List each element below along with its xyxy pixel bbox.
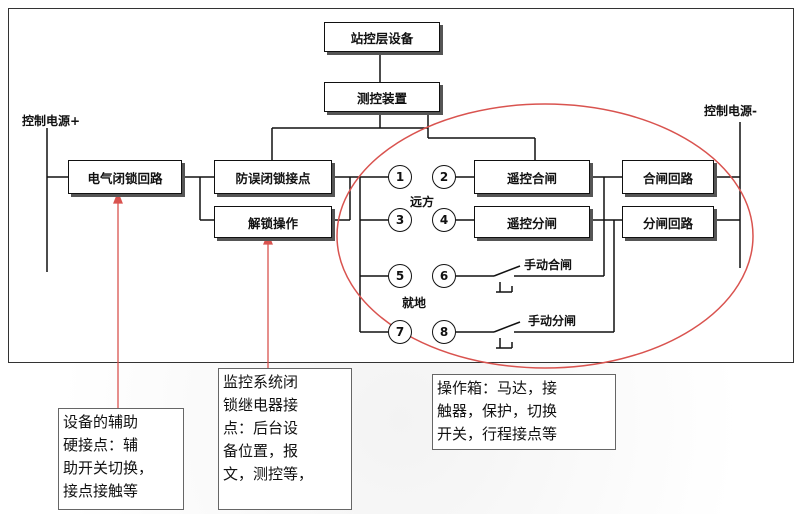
measure-control-device-box: 测控装置 (324, 82, 440, 112)
node-8: 8 (432, 320, 456, 344)
note-line: 监控系统闭 (223, 373, 299, 391)
electric-interlock-circuit-box: 电气闭锁回路 (68, 160, 182, 194)
note-line: 助开关切换， (63, 459, 154, 477)
aux-contact-note: 设备的辅助 硬接点：辅 助开关切换， 接点接触等 (58, 408, 184, 510)
note-line: 备位置，报 (223, 442, 299, 460)
note-line: 触器，保护，切换 (437, 402, 558, 420)
station-equipment-box: 站控层设备 (324, 22, 440, 52)
note-line: 点：后台设 (223, 419, 299, 437)
note-line: 文，测控等， (223, 465, 314, 483)
close-circuit-box: 合闸回路 (622, 160, 714, 194)
local-label: 就地 (402, 296, 427, 310)
power-plus-label: 控制电源+ (22, 114, 81, 128)
open-circuit-box: 分闸回路 (622, 206, 714, 238)
anti-misoperation-contact-box: 防误闭锁接点 (214, 160, 332, 194)
remote-open-box: 遥控分闸 (474, 206, 590, 238)
note-line: 设备的辅助 (63, 413, 139, 431)
unlock-operation-box: 解锁操作 (214, 206, 332, 238)
operation-box-note: 操作箱：马达，接 触器，保护，切换 开关，行程接点等 (432, 374, 616, 450)
note-line: 开关，行程接点等 (437, 425, 558, 443)
note-line: 操作箱：马达，接 (437, 379, 558, 397)
node-5: 5 (388, 264, 412, 288)
monitor-relay-note: 监控系统闭 锁继电器接 点：后台设 备位置，报 文，测控等， (218, 368, 352, 510)
power-minus-label: 控制电源- (704, 104, 757, 118)
note-line: 接点接触等 (63, 482, 139, 500)
node-3: 3 (388, 208, 412, 232)
node-2: 2 (432, 165, 456, 189)
operation-box-ellipse (336, 103, 754, 369)
note-line: 硬接点：辅 (63, 436, 139, 454)
node-7: 7 (388, 320, 412, 344)
remote-close-box: 遥控合闸 (474, 160, 590, 194)
manual-close-label: 手动合闸 (524, 258, 573, 272)
node-1: 1 (388, 165, 412, 189)
note-line: 锁继电器接 (223, 396, 299, 414)
manual-open-label: 手动分闸 (528, 314, 577, 328)
node-4: 4 (432, 208, 456, 232)
node-6: 6 (432, 264, 456, 288)
remote-label: 远方 (410, 195, 435, 209)
